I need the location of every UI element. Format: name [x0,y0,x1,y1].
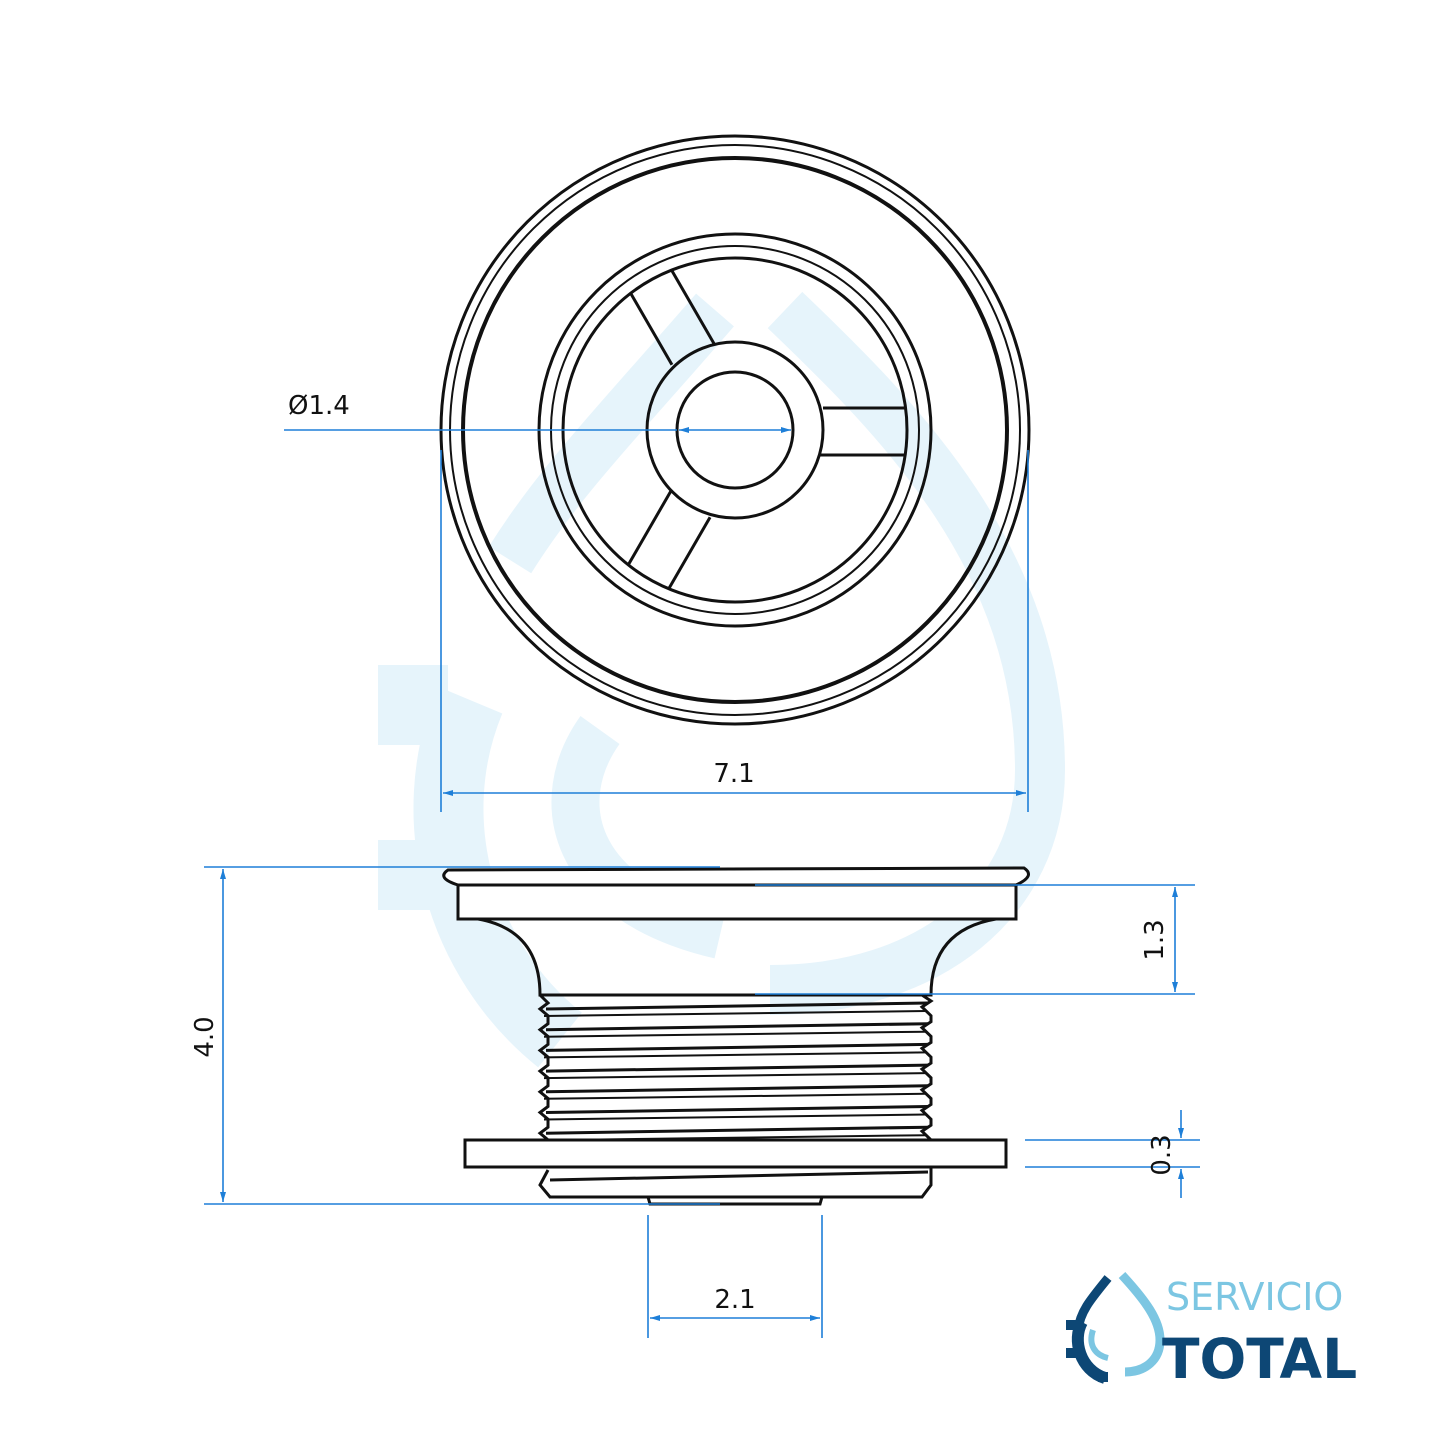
spoke [629,269,716,366]
thread-profile [919,993,934,1141]
thread-line [545,1125,929,1135]
thread-line [545,1063,929,1073]
spoke [627,490,712,589]
thread-line [543,1113,927,1121]
thread-line [545,1042,929,1052]
logo-servicio-text: SERVICIO [1166,1275,1343,1319]
outer-diameter-label: 7.1 [713,759,754,789]
thread-line [543,1010,927,1017]
washer-thickness-label: 0.3 [1147,1134,1177,1175]
thread-profile [537,993,551,1142]
total-height-label: 4.0 [190,1016,220,1057]
watermark-logo [378,291,1066,1068]
side-view [442,866,1030,1206]
thread-line [545,1084,929,1094]
outlet-width-label: 2.1 [714,1285,755,1315]
thread-line [543,1051,927,1059]
thread-line [543,1092,927,1100]
thread [537,993,934,1142]
hole-diameter-label: Ø1.4 [288,391,350,421]
logo-total-text: TOTAL [1162,1327,1357,1391]
dimensions [204,427,1200,1338]
thread-line [543,1030,927,1038]
brand-logo: SERVICIO TOTAL [1066,1271,1357,1391]
spoke [820,406,905,457]
thread-line [545,1105,929,1114]
thread-line [545,1001,929,1011]
drop-gear-icon [1066,1271,1165,1384]
thread-line [545,1022,929,1032]
thread-line [543,1072,927,1080]
flange-height-label: 1.3 [1140,919,1170,960]
